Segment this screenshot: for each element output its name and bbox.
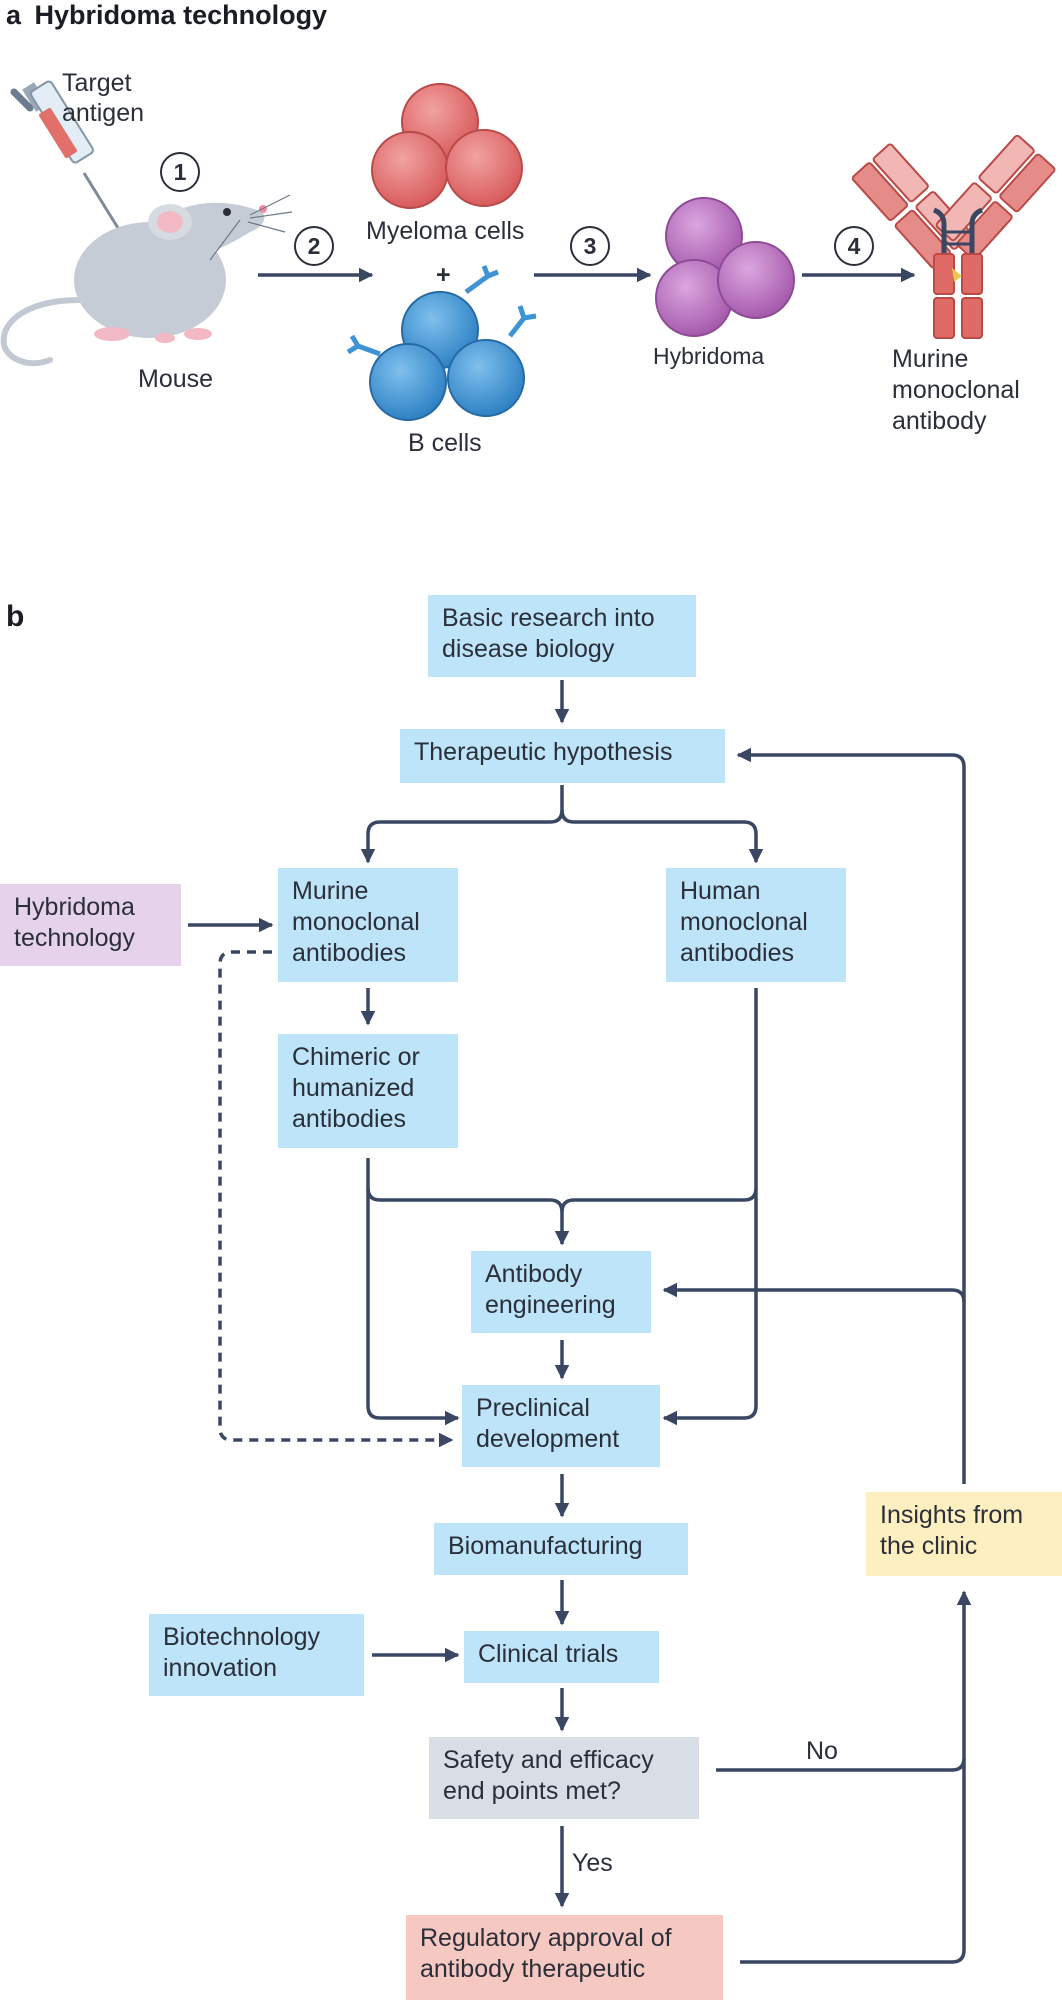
box-safety-efficacy: Safety and efficacy end points met? xyxy=(429,1737,699,1819)
edge-human-preclinical xyxy=(662,1188,758,1426)
step-badge-2: 2 xyxy=(294,226,334,266)
box-hybridoma-technology: Hybridoma technology xyxy=(0,884,181,966)
label-plus: + xyxy=(436,261,451,289)
edge-label-no: No xyxy=(806,1737,838,1765)
label-b-cells: B cells xyxy=(408,429,482,457)
panel-a-title: Hybridoma technology xyxy=(34,0,328,30)
antibody-icon xyxy=(851,134,1056,339)
box-clinical-trials: Clinical trials xyxy=(464,1631,659,1683)
box-basic-research: Basic research into disease biology xyxy=(428,595,696,677)
box-human-monoclonal-antibodies: Human monoclonal antibodies xyxy=(666,868,846,982)
edge-hypothesis-human xyxy=(560,809,764,864)
label-murine-monoclonal-antibody: Murine monoclonal antibody xyxy=(892,345,1020,435)
edge-human-merge xyxy=(560,988,758,1213)
edge-label-yes: Yes xyxy=(572,1849,613,1877)
box-antibody-engineering: Antibody engineering xyxy=(471,1251,651,1333)
hybridoma-icon xyxy=(655,197,795,337)
edge-insights-hypothesis xyxy=(736,747,966,1484)
edge-murine-preclinical-dashed xyxy=(218,950,454,1448)
box-preclinical-development: Preclinical development xyxy=(462,1385,660,1467)
panel-b-letter: b xyxy=(6,600,25,633)
label-target-antigen: Target antigen xyxy=(62,69,145,127)
step-badge-4: 4 xyxy=(834,226,874,266)
panel-a-letter: a xyxy=(6,0,22,30)
edge-insights-engineering xyxy=(662,1282,966,1303)
box-therapeutic-hypothesis: Therapeutic hypothesis xyxy=(400,729,725,783)
box-biomanufacturing: Biomanufacturing xyxy=(434,1523,688,1575)
step-badge-1: 1 xyxy=(160,152,200,192)
box-regulatory-approval: Regulatory approval of antibody therapeu… xyxy=(406,1915,723,2000)
box-chimeric-humanized: Chimeric or humanized antibodies xyxy=(278,1034,458,1148)
edge-hypothesis-split xyxy=(360,785,564,864)
edge-safety-no xyxy=(716,1590,972,1772)
box-insights-clinic: Insights from the clinic xyxy=(866,1492,1062,1576)
edge-merge-engineering xyxy=(366,1158,570,1246)
label-myeloma-cells: Myeloma cells xyxy=(366,217,525,245)
edge-regulatory-insights xyxy=(740,1758,966,1964)
box-murine-monoclonal-antibodies: Murine monoclonal antibodies xyxy=(278,868,458,982)
label-mouse: Mouse xyxy=(138,365,214,393)
mouse-icon xyxy=(0,194,293,367)
step-badge-3: 3 xyxy=(570,226,610,266)
box-biotechnology-innovation: Biotechnology innovation xyxy=(149,1614,364,1696)
b-cells-icon xyxy=(346,265,537,421)
myeloma-cells-icon xyxy=(371,83,523,209)
syringe-icon xyxy=(10,80,120,229)
edge-chimeric-preclinical xyxy=(366,1188,460,1426)
label-hybridoma: Hybridoma xyxy=(653,343,765,369)
panel-a-heading: a Hybridoma technology xyxy=(6,0,327,31)
